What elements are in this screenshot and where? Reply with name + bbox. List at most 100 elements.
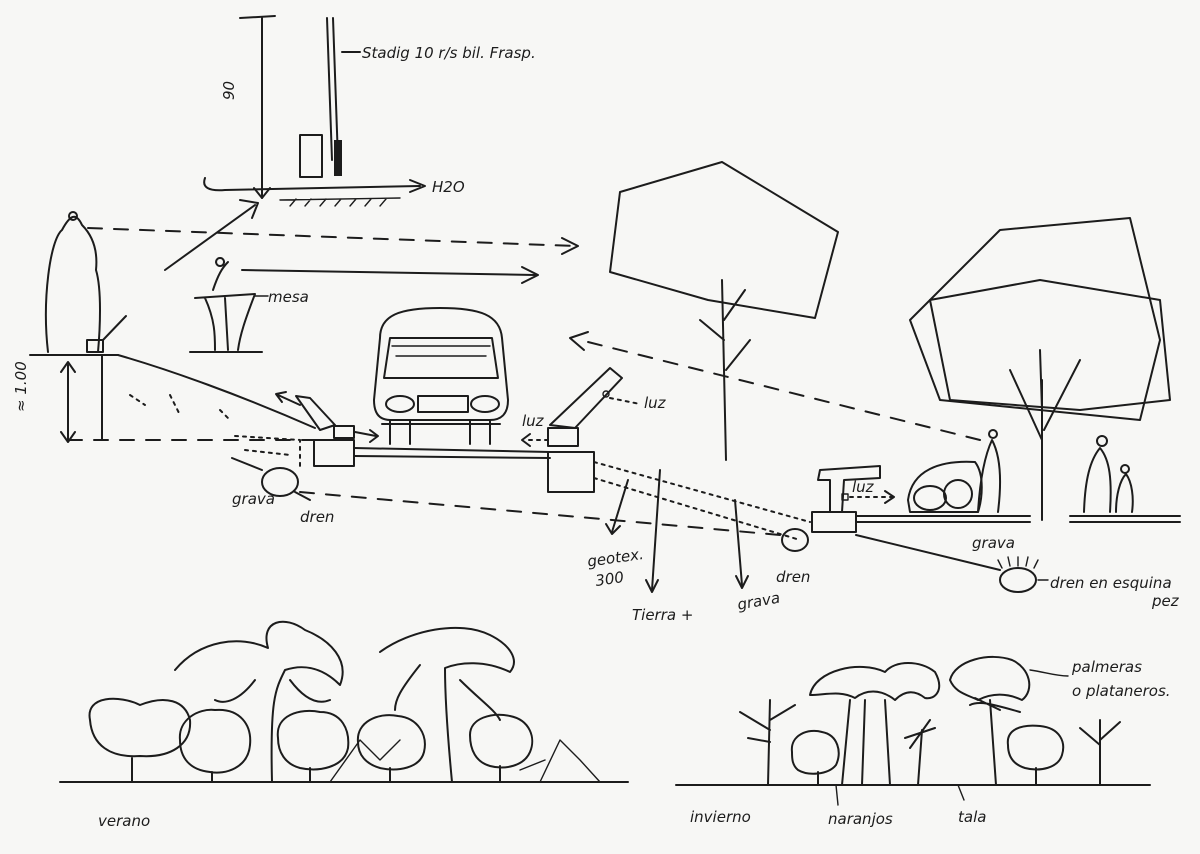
- stone-1: [913, 485, 947, 511]
- invierno-bare-tree-2: [1079, 719, 1121, 786]
- drain-right-line: [855, 534, 1001, 571]
- pole-detail: 90 Stadig 10 r/s bil. Frasp. H2O: [203, 15, 536, 207]
- car: [373, 307, 509, 445]
- drainage: grava dren geotex. 300 Tierra + grava dr…: [231, 435, 811, 624]
- sight-line-right: [579, 339, 981, 441]
- person-left-head: [68, 211, 78, 221]
- invierno-sketch: palmeras o plataneros. invierno naranjos…: [675, 655, 1171, 828]
- label-invierno: invierno: [690, 808, 751, 826]
- sight-arrow-head-icon: [239, 199, 259, 219]
- invierno-palm-2-trunk: [969, 697, 1021, 786]
- person-plaza-2-head: [1096, 435, 1108, 447]
- label-standing: Stadig 10 r/s bil. Frasp.: [362, 44, 536, 62]
- label-palmeras: palmeras: [1071, 658, 1142, 676]
- sight-line-upper: [87, 227, 576, 247]
- road-section: luz luz: [275, 367, 667, 493]
- light-plaza-arrow-icon: [884, 490, 895, 504]
- tala-leader: [957, 784, 965, 801]
- label-tala: tala: [958, 808, 986, 826]
- barrier-arrow-icon: [275, 391, 301, 406]
- child-plaza-head: [1120, 464, 1130, 474]
- label-dren-right: dren en esquina: [1050, 574, 1172, 592]
- tree-center: [609, 161, 839, 461]
- verano-palm-2-fronds: [394, 664, 501, 721]
- label-verano: verano: [98, 812, 150, 830]
- curb-plaza: [811, 511, 857, 533]
- label-geotex-300: 300: [594, 568, 625, 590]
- car-wheels: [389, 419, 491, 445]
- pole-base: [334, 140, 342, 176]
- car-body: [373, 307, 509, 421]
- verano-hatch: [329, 739, 601, 783]
- child-plaza: [1115, 473, 1134, 513]
- person-plaza-2: [1083, 447, 1112, 513]
- label-dren-left: dren: [300, 508, 334, 526]
- verano-shrub-5: [469, 713, 534, 769]
- grava-left-leader: [231, 457, 263, 471]
- drain-mid: [781, 528, 809, 552]
- light-left: [333, 425, 355, 439]
- car-grille: [417, 395, 469, 413]
- invierno-palm-1-trunks: [841, 699, 891, 786]
- verano-palm-1: [174, 620, 344, 783]
- sight-arrow-right-icon: [569, 331, 589, 351]
- tierra-arrow-icon: [645, 579, 659, 593]
- invierno-palm-2: [949, 655, 1031, 701]
- sight-arrow-up: [164, 204, 256, 271]
- label-tierra: Tierra +: [632, 606, 693, 624]
- label-grava-mid: grava: [736, 589, 781, 614]
- label-mesa: mesa: [268, 288, 309, 306]
- grava-mid-leader: [734, 499, 743, 586]
- h2o-arrow-icon: [409, 179, 426, 193]
- car-windshield-lines: [391, 345, 491, 357]
- bench-left: [86, 339, 104, 353]
- geotex-arrow-icon: [605, 523, 621, 535]
- light-right: [547, 427, 579, 447]
- sight-arrow-lower-icon: [521, 266, 539, 284]
- drain-right: [999, 567, 1037, 593]
- car-headlight-left: [385, 395, 415, 413]
- pole-box: [299, 134, 323, 178]
- invierno-orange-2: [1006, 724, 1065, 771]
- mesa-sketch: mesa: [189, 257, 309, 353]
- car-headlight-right: [470, 395, 500, 413]
- mesa-person: [212, 257, 229, 291]
- label-luz-mid: luz: [522, 412, 545, 430]
- label-luz-upper: luz: [644, 394, 667, 412]
- tree-right-trunk: [1009, 349, 1081, 521]
- ground-hatch: [279, 197, 401, 207]
- light-left-arrow-icon: [369, 429, 379, 443]
- curb-left: [313, 439, 355, 467]
- label-approx-100: ≈ 1.00: [12, 361, 30, 412]
- sight-lines: [87, 199, 981, 441]
- pole: [326, 17, 339, 161]
- stone-2: [943, 479, 973, 509]
- dimension-top-tick: [239, 15, 276, 19]
- tree-center-canopy: [609, 161, 839, 319]
- drain-right-rays: [997, 556, 1039, 569]
- label-grava-left: grava: [232, 490, 275, 508]
- tree-center-trunk: [699, 279, 751, 461]
- tierra-leader: [651, 469, 661, 591]
- right-plaza: luz grava dren en esquina pez: [811, 429, 1181, 610]
- sight-arrow-upper-icon: [561, 237, 579, 255]
- verano-shrub-4: [356, 714, 426, 771]
- gravel-left: [234, 435, 301, 471]
- verano-shrub-2: [178, 708, 252, 774]
- person-plaza-1: [977, 439, 1001, 513]
- barrier-left: [295, 395, 336, 431]
- label-palmeras-2: o plataneros.: [1072, 682, 1171, 700]
- label-h2o: H2O: [432, 178, 465, 196]
- tree-right-canopy-back: [909, 217, 1161, 421]
- label-dren-right-2: pez: [1151, 592, 1180, 610]
- label-dren-mid: dren: [776, 568, 810, 586]
- light-right-arrow-icon: [521, 433, 531, 447]
- fill-layer-lines: [593, 461, 811, 541]
- label-height-90: 90: [220, 81, 238, 100]
- light-plaza: [841, 493, 849, 501]
- naranjos-leader: [835, 784, 839, 806]
- soil-stipple: [129, 394, 231, 421]
- verano-palm-1-fronds: [214, 679, 331, 703]
- verano-palm-2: [379, 626, 515, 783]
